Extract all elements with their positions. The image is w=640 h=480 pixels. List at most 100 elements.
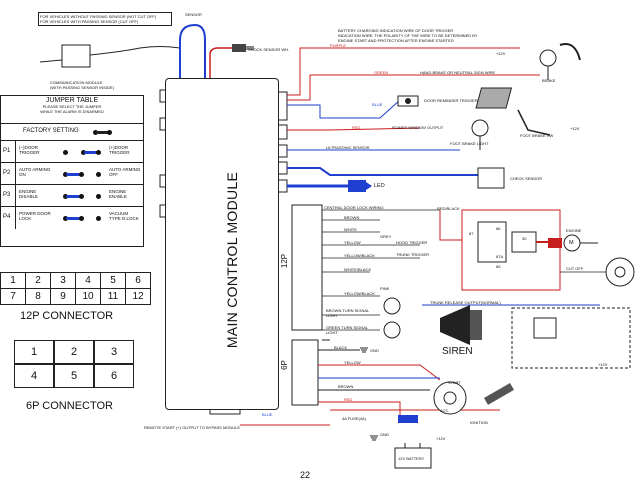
- pin-cell: 5: [54, 364, 94, 388]
- sensor-label: SENSOR: [185, 12, 202, 17]
- jumper-dot: [107, 130, 112, 135]
- jumper-dot: [96, 194, 101, 199]
- jumper-row: P4 POWER DOOR LOCK VACUUM TYPE D.LOCK: [1, 206, 143, 229]
- jumper-dot: [93, 130, 98, 135]
- label-12p: 12P: [280, 253, 290, 269]
- pin-cell: 1: [0, 272, 26, 289]
- comm-module-drawing: [39, 44, 181, 68]
- jumper-dot: [63, 150, 68, 155]
- pin-cell: 7: [0, 288, 26, 305]
- relay-85: 85: [496, 264, 501, 269]
- gnd-symbols: [360, 347, 378, 441]
- relay-86: 86: [496, 226, 501, 231]
- v12-label: +12V: [598, 362, 608, 367]
- brown-turn-label: BROWN TURN SIGNAL LIGHT: [326, 308, 370, 318]
- hand-brake-label: HAND BRAKE OR NEUTRAL SIGN WIRE: [420, 70, 496, 75]
- jumper-subtitle-2: WHILE THE ALARM IS DISARMED: [40, 109, 104, 114]
- door-trigger-label: DOOR REMINDER TRIGGER: [424, 98, 478, 103]
- jumper-dot: [96, 172, 101, 177]
- siren-label: SIREN: [442, 346, 473, 357]
- jumper-pin: P3: [3, 192, 11, 198]
- pin-cell: 2: [25, 272, 51, 289]
- wire-pink: PINK: [380, 286, 390, 291]
- foot-brake-relay: [539, 49, 557, 80]
- wire-yellow-2: YELLOW: [344, 360, 361, 365]
- main-control-module: [165, 78, 279, 410]
- jumper-right-option: VACUUM TYPE D.LOCK: [109, 211, 139, 221]
- engine-label: ENGINE: [566, 228, 582, 233]
- jumper-dot: [79, 216, 84, 221]
- connector-12p: 1 2 3 4 5 6 7 8 9 10 11 12 12P CONNECTOR: [0, 272, 154, 332]
- jumper-bar: [96, 131, 110, 134]
- relay-87: 87: [469, 231, 474, 236]
- pin-cell: 11: [100, 288, 126, 305]
- turn-signal-bulbs: [383, 297, 401, 339]
- wire-green: GREEN: [374, 70, 389, 75]
- ignition-switch-main: [433, 381, 514, 415]
- module-title: MAIN CONTROL MODULE: [224, 171, 240, 349]
- right-note-2: INDICATION WIRE, THE POLARITY OF THE WIR…: [338, 33, 478, 38]
- wire-brown: BROWN: [344, 215, 360, 220]
- top-note-1: FOR VEHICLES WITHOUT PASSING SENSOR (NOT…: [40, 14, 157, 19]
- cut-off-label: CUT OFF: [566, 266, 584, 271]
- jumper-dot: [79, 172, 84, 177]
- jumper-dot: [96, 150, 101, 155]
- jumper-left-option: AUTO ARMING ON: [19, 167, 51, 177]
- trunk-trigger-label: TRUNK TRIGGER: [396, 252, 430, 257]
- pin-cell: 6: [94, 364, 134, 388]
- comm-module-label: COMMUNICATION MODULE: [50, 80, 103, 85]
- jumper-dot: [63, 172, 68, 177]
- comm-module-sub: (WITH PASSING SENSOR INSIDE): [50, 85, 114, 90]
- wire-yellow-black-2: YELLOW/BLACK: [344, 291, 375, 296]
- pin-cell: 5: [100, 272, 126, 289]
- jumper-dot: [79, 194, 84, 199]
- relay-30: 30: [522, 236, 527, 241]
- wire-purple: PURPLE: [330, 43, 347, 48]
- check-sensor-box: [477, 167, 505, 189]
- jumper-row: P1 (–)DOOR TRIGGER (+)DOOR TRIGGER: [1, 140, 143, 163]
- jumper-left-option: ENGINE DISABLE: [19, 189, 39, 199]
- central-lock-label: CENTRAL DOOR LOCK WIRING: [324, 205, 384, 210]
- connector-6p: 1 2 3 4 5 6 6P CONNECTOR: [14, 340, 138, 416]
- check-sensor-label: CHECK SENSOR: [510, 176, 543, 181]
- battery-symbol: [394, 443, 432, 469]
- row-divider: [15, 141, 16, 163]
- jumper-dot: [63, 216, 68, 221]
- jumper-pin: P2: [3, 170, 11, 176]
- wire-red: RED: [352, 125, 361, 130]
- brake-label: BRAKE: [542, 78, 556, 83]
- pin-cell: 1: [14, 340, 54, 364]
- ignition-label: IGNITION: [470, 420, 488, 425]
- pin-cell: 4: [75, 272, 101, 289]
- v12-label: +12V: [570, 126, 580, 131]
- factory-setting-label: FACTORY SETTING: [23, 128, 79, 134]
- top-note-2: FOR VEHICLES WITH PASSING SENSOR (CUT OF…: [40, 19, 139, 24]
- jumper-bar: [84, 151, 98, 154]
- remote-start-label: REMOTE START (+) OUTPUT TO BYPASS MODULE: [144, 425, 241, 430]
- jumper-pin: P1: [3, 148, 11, 154]
- connector-12p-label: 12P CONNECTOR: [20, 310, 114, 322]
- jumper-right-option: AUTO ARMING OFF: [109, 167, 141, 177]
- connector-6p-label: 6P CONNECTOR: [26, 400, 114, 412]
- wire-blue-2: BLUE: [262, 412, 273, 417]
- jumper-table: JUMPER TABLE PLEASE SELECT THE JUMPER WH…: [0, 95, 144, 247]
- fuse-label: 4A FUSE(4A): [342, 416, 367, 421]
- jumper-title: JUMPER TABLE: [45, 97, 99, 104]
- gnd-label-2: GND: [380, 432, 389, 437]
- engine-relay: [439, 209, 598, 291]
- wire-grey: GREY: [380, 234, 392, 239]
- power-window-label: POWER WINDOW OUTPUT: [392, 125, 444, 130]
- ignition-switch-right: [560, 257, 635, 287]
- sensor-cable: [179, 23, 254, 78]
- foot-brake-pedal: [517, 43, 581, 136]
- factory-setting-row: FACTORY SETTING: [1, 123, 143, 141]
- right-note-3: ENGINE START AND PROTECTION AFTER ENGINE…: [338, 38, 454, 43]
- wire-white: WHITE: [344, 227, 357, 232]
- top-notes-box: FOR VEHICLES WITHOUT PASSING SENSOR (NOT…: [38, 12, 172, 26]
- relay-87a: 87A: [496, 254, 504, 259]
- start-label: START: [448, 380, 461, 385]
- jumper-dot: [63, 194, 68, 199]
- pin-cell: 10: [75, 288, 101, 305]
- led-label: LED: [374, 183, 385, 189]
- jumper-subtitle-1: PLEASE SELECT THE JUMPER: [42, 104, 102, 109]
